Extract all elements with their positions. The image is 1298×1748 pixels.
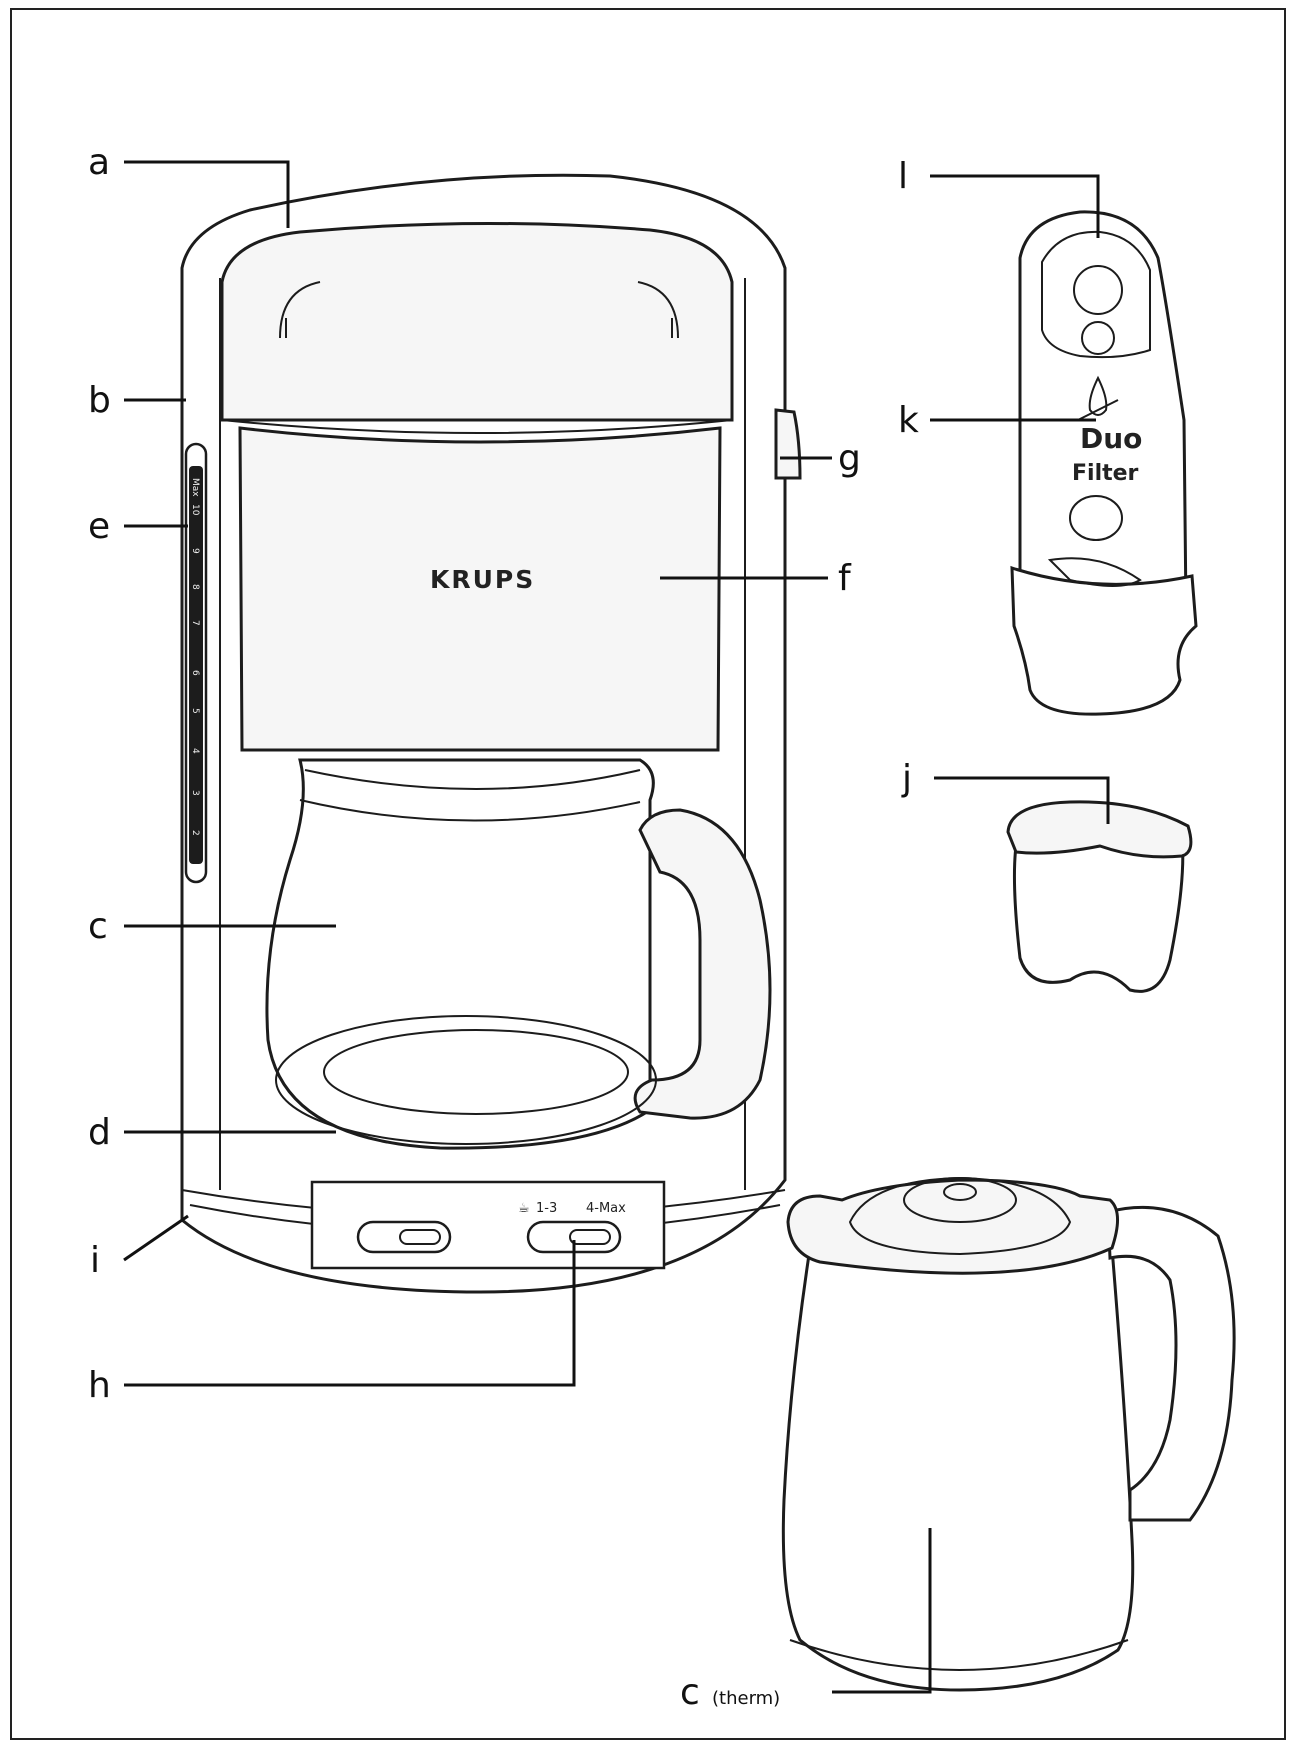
- label-h: h: [88, 1365, 111, 1406]
- water-scale-labels: Max 10 9 8 7 6 5 4 3 2: [190, 478, 200, 836]
- water-level-scale: [189, 466, 203, 864]
- cup-body: [1012, 832, 1185, 993]
- scale-tick: 7: [190, 620, 200, 626]
- leader-j: [934, 776, 1110, 824]
- therm-shoulder: [786, 1178, 1119, 1275]
- label-f: f: [838, 558, 852, 599]
- label-c: c: [88, 906, 108, 947]
- callout-labels: a b e c d i h f g l k j c (therm): [88, 142, 919, 1713]
- filter-cup: [1010, 565, 1198, 716]
- cup-rim: [1006, 800, 1193, 859]
- filter-label: Filter: [1072, 461, 1139, 486]
- filter-drop-icon: [1077, 375, 1119, 421]
- scale-tick: 6: [190, 670, 200, 676]
- filter-mid-hole: [1081, 321, 1115, 355]
- switch-left-knob: [399, 1229, 441, 1245]
- leader-a: [124, 160, 290, 228]
- setting-1-3: 1-3: [536, 1201, 557, 1216]
- therm-lid: [848, 1176, 1072, 1256]
- scale-tick: 10: [190, 504, 200, 516]
- label-b: b: [88, 380, 111, 421]
- label-k: k: [898, 400, 919, 441]
- label-a: a: [88, 142, 110, 183]
- switch-right-knob: [569, 1229, 611, 1245]
- jug-rim: [299, 769, 641, 822]
- duo-label: Duo: [1080, 422, 1142, 455]
- scale-tick: 8: [190, 584, 200, 590]
- switch-left[interactable]: [356, 1220, 452, 1254]
- label-c-therm: c: [680, 1672, 700, 1713]
- jug-handle: [633, 808, 772, 1120]
- duo-filter: Duo Filter: [1010, 210, 1198, 716]
- label-d: d: [88, 1112, 111, 1153]
- label-l: l: [898, 156, 908, 197]
- filter-lower-hole: [1069, 495, 1123, 541]
- therm-lid-knob: [943, 1183, 977, 1201]
- hotplate-inner: [323, 1029, 629, 1115]
- coffee-maker: ☕ 1-3 4-Max KRUPS: [180, 173, 802, 1294]
- label-therm: (therm): [712, 1688, 780, 1709]
- therm-handle: [1106, 1206, 1236, 1522]
- lid-hinge-right: [637, 281, 679, 339]
- scale-tick: 2: [190, 830, 200, 836]
- therm-lid-button[interactable]: [903, 1177, 1017, 1223]
- leader-lines: [123, 160, 1110, 1694]
- hotplate: [275, 1015, 657, 1145]
- therm-base-line: [789, 1639, 1129, 1671]
- label-g: g: [838, 438, 861, 479]
- cup-icon: ☕: [518, 1201, 530, 1216]
- filter-top-hole: [1073, 265, 1123, 315]
- scale-tick: 5: [190, 708, 200, 714]
- leader-i: [123, 1214, 189, 1262]
- lid-rim: [221, 419, 733, 434]
- setting-4-max: 4-Max: [586, 1201, 626, 1216]
- filter-body: [1018, 210, 1188, 612]
- machine-lid: [220, 221, 734, 422]
- drip-stop-lever: [774, 408, 802, 480]
- thermal-jug: [781, 1176, 1236, 1692]
- glass-jug: [265, 758, 655, 1150]
- brand-logo: KRUPS: [430, 565, 535, 594]
- filter-inner: [1041, 230, 1151, 359]
- leader-h: [124, 1240, 576, 1387]
- leader-c-therm: [832, 1528, 932, 1694]
- label-j: j: [901, 758, 912, 799]
- filter-slot: [1047, 557, 1142, 587]
- therm-body: [781, 1246, 1135, 1692]
- filter-housing: [238, 426, 722, 752]
- scale-tick: 4: [190, 748, 200, 754]
- filter-holder-cup: [1006, 800, 1193, 993]
- page-frame: [10, 8, 1286, 1740]
- leader-l: [930, 174, 1100, 238]
- scale-tick: 3: [190, 790, 200, 796]
- label-i: i: [90, 1240, 100, 1281]
- label-e: e: [88, 506, 110, 547]
- scale-tick: 9: [190, 548, 200, 554]
- scale-max: Max: [190, 478, 200, 497]
- lid-hinge-left: [279, 281, 321, 339]
